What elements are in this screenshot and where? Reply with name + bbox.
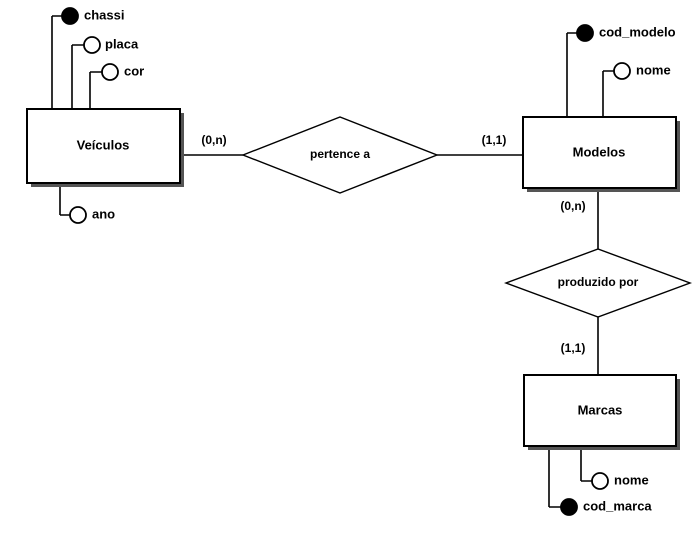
relationship-produzido-por[interactable]: produzido por [503,248,693,318]
attribute-nome-modelo-circle-icon[interactable] [613,62,631,80]
attr-leg-cor [89,71,102,109]
cardinality-pertence-a-modelos: (1,1) [482,133,507,147]
attribute-placa-label: placa [105,36,139,51]
attr-leg-ano [59,183,70,216]
cardinality-modelos-produzido-por: (0,n) [560,199,585,213]
attribute-cod-modelo-key-circle-icon[interactable] [576,24,594,42]
relationship-pertence-a-label: pertence a [310,147,370,161]
attr-leg-cod-marca [548,446,561,508]
entity-marcas-box[interactable] [523,374,677,447]
cardinality-veiculos-pertence-a: (0,n) [201,133,226,147]
relationship-pertence-a[interactable]: pertence a [241,116,439,194]
attribute-ano[interactable]: ano [69,206,115,224]
cardinality-group: (0,n) (1,1) (0,n) (1,1) [201,133,585,355]
attr-leg-nome-marca [580,446,592,482]
attribute-cod-marca-key-circle-icon[interactable] [560,498,578,516]
attribute-nome-marca-circle-icon[interactable] [591,472,609,490]
relationship-produzido-por-label: produzido por [558,275,639,289]
attribute-chassi-label: chassi [84,7,124,22]
relationship-pertence-a-diamond[interactable] [241,116,439,194]
attribute-cod-modelo[interactable]: cod_modelo [576,24,676,42]
entity-modelos[interactable]: Modelos [522,116,680,192]
attr-leg-cod-modelo [566,32,577,117]
attribute-leg-group [51,15,614,508]
relationship-produzido-por-diamond[interactable] [503,248,693,318]
attr-leg-nome-modelo [602,70,614,117]
attribute-placa[interactable]: placa [83,36,139,54]
attribute-cor-circle-icon[interactable] [101,63,119,81]
attr-leg-placa [71,44,84,109]
entity-marcas-label: Marcas [578,402,623,417]
attribute-nome-modelo[interactable]: nome [613,62,671,80]
entity-veiculos[interactable]: Veículos [26,108,184,187]
attribute-nome-modelo-label: nome [636,62,671,77]
entity-modelos-box[interactable] [522,116,677,189]
attribute-ano-circle-icon[interactable] [69,206,87,224]
attribute-cod-marca-label: cod_marca [583,498,652,513]
attribute-chassi-key-circle-icon[interactable] [61,7,79,25]
entity-veiculos-box[interactable] [26,108,181,184]
attribute-ano-label: ano [92,206,115,221]
entity-modelos-label: Modelos [573,144,626,159]
attribute-cor-label: cor [124,63,144,78]
attribute-chassi[interactable]: chassi [61,7,124,25]
attribute-cod-modelo-label: cod_modelo [599,24,676,39]
connector-group [180,154,599,375]
entity-marcas[interactable]: Marcas [523,374,680,450]
attribute-nome-marca-label: nome [614,472,649,487]
entity-veiculos-label: Veículos [77,137,130,152]
attr-leg-chassi [51,15,62,109]
attribute-cor[interactable]: cor [101,63,144,81]
attribute-placa-circle-icon[interactable] [83,36,101,54]
attribute-cod-marca[interactable]: cod_marca [560,498,652,516]
attribute-nome-marca[interactable]: nome [591,472,649,490]
cardinality-produzido-por-marcas: (1,1) [561,341,586,355]
